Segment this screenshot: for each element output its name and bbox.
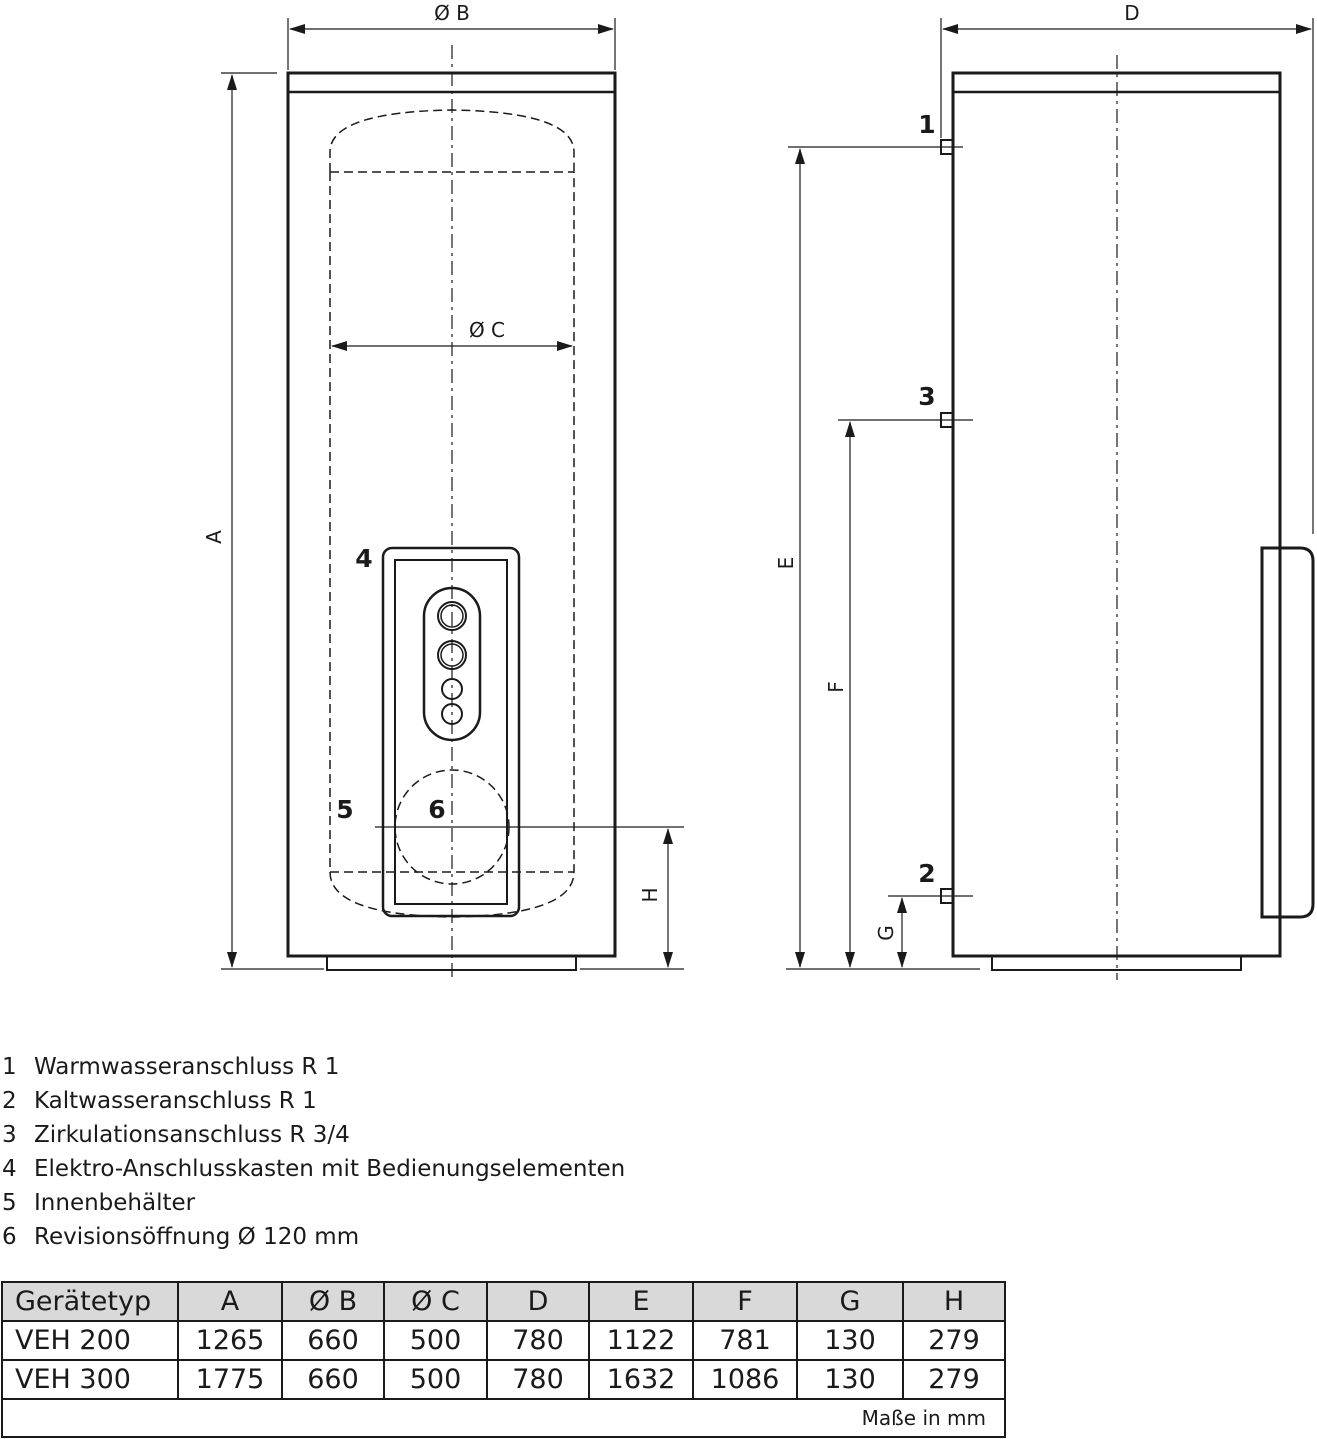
table-cell: 781 — [692, 1320, 798, 1361]
legend-number: 3 — [2, 1122, 17, 1148]
table-cell: 1265 — [177, 1320, 283, 1361]
ref-4-label: 4 — [355, 544, 372, 573]
unit-note: Maße in mm — [1, 1398, 1006, 1438]
ref-5-label: 5 — [336, 795, 353, 824]
legend-text: Elektro-Anschlusskasten mit Bedienungsel… — [34, 1156, 626, 1182]
table-cell: 279 — [902, 1320, 1006, 1361]
table-cell: 500 — [383, 1320, 488, 1361]
ref-3-label: 3 — [918, 382, 935, 411]
legend-number: 5 — [2, 1190, 17, 1216]
ref-1-label: 1 — [918, 110, 935, 139]
table-cell: 780 — [486, 1359, 590, 1400]
table-cell: 500 — [383, 1359, 488, 1400]
dimension-table: Gerätetyp A Ø B Ø C D E F G H VEH 200 12… — [1, 1281, 1006, 1438]
control-knob-2 — [437, 640, 467, 670]
legend-number: 1 — [2, 1054, 17, 1080]
dim-e-label: E — [774, 557, 798, 570]
table-header-cell: G — [796, 1281, 904, 1322]
table-cell: 279 — [902, 1359, 1006, 1400]
dim-c-label: Ø C — [469, 318, 505, 342]
table-header-cell: E — [588, 1281, 694, 1322]
table-header-cell: Ø C — [383, 1281, 488, 1322]
dim-g-label: G — [874, 925, 898, 941]
legend-item: 2 Kaltwasseranschluss R 1 — [2, 1084, 625, 1118]
side-dimensions — [795, 18, 1314, 968]
dim-f-label: F — [824, 681, 848, 693]
table-header-cell: F — [692, 1281, 798, 1322]
legend-text: Kaltwasseranschluss R 1 — [34, 1088, 317, 1114]
table-cell: VEH 200 — [1, 1320, 179, 1361]
table-cell: 1632 — [588, 1359, 694, 1400]
dim-h-label: H — [638, 887, 662, 902]
control-box-outer — [381, 546, 521, 918]
legend-item: 6 Revisionsöffnung Ø 120 mm — [2, 1220, 625, 1254]
control-knob-1 — [437, 601, 467, 631]
dim-a-label: A — [202, 530, 226, 544]
legend-number: 6 — [2, 1224, 17, 1250]
table-header-cell: A — [177, 1281, 283, 1322]
side-view — [786, 55, 1315, 980]
legend-text: Warmwasseranschluss R 1 — [34, 1054, 340, 1080]
legend-item: 3 Zirkulationsanschluss R 3/4 — [2, 1118, 625, 1152]
legend-item: 5 Innenbehälter — [2, 1186, 625, 1220]
legend-item: 1 Warmwasseranschluss R 1 — [2, 1050, 625, 1084]
legend-number: 2 — [2, 1088, 17, 1114]
table-footer-row: Maße in mm — [1, 1398, 1006, 1438]
legend-text: Zirkulationsanschluss R 3/4 — [34, 1122, 350, 1148]
table-header-row: Gerätetyp A Ø B Ø C D E F G H — [1, 1281, 1006, 1322]
control-knob-1-ring — [440, 604, 464, 628]
table-header-cell: Ø B — [281, 1281, 385, 1322]
dimension-labels: Ø B Ø C D A E F G H — [202, 1, 1140, 941]
technical-drawing: Ø B Ø C D A E F G H 1 3 2 4 5 6 — [202, 1, 1315, 980]
legend-text: Innenbehälter — [34, 1190, 196, 1216]
table-cell: 130 — [796, 1320, 904, 1361]
ref-6-label: 6 — [428, 795, 445, 824]
table-cell: 780 — [486, 1320, 590, 1361]
legend-item: 4 Elektro-Anschlusskasten mit Bedienungse… — [2, 1152, 625, 1186]
ref-2-label: 2 — [918, 859, 935, 888]
table-cell: 1122 — [588, 1320, 694, 1361]
table-cell: 660 — [281, 1320, 385, 1361]
table-cell: 130 — [796, 1359, 904, 1400]
table-cell: 660 — [281, 1359, 385, 1400]
table-row: VEH 300 1775 660 500 780 1632 1086 130 2… — [1, 1359, 1006, 1400]
front-view — [286, 45, 684, 980]
control-panel — [422, 586, 482, 742]
reference-numbers: 1 3 2 4 5 6 — [336, 110, 935, 888]
table-row: VEH 200 1265 660 500 780 1122 781 130 27… — [1, 1320, 1006, 1361]
control-lamp-1 — [441, 678, 463, 700]
table-header-cell: Gerätetyp — [1, 1281, 179, 1322]
table-header-cell: H — [902, 1281, 1006, 1322]
table-header-cell: D — [486, 1281, 590, 1322]
table-cell: 1086 — [692, 1359, 798, 1400]
side-control-box — [1260, 546, 1315, 919]
table-cell: 1775 — [177, 1359, 283, 1400]
legend-list: 1 Warmwasseranschluss R 1 2 Kaltwasseransc… — [2, 1050, 625, 1254]
dim-b-label: Ø B — [434, 1, 470, 25]
front-dimensions — [221, 18, 684, 970]
dim-d-label: D — [1124, 1, 1139, 25]
table-cell: VEH 300 — [1, 1359, 179, 1400]
control-lamp-2 — [441, 703, 463, 725]
control-box-inner — [394, 559, 508, 905]
control-knob-2-ring — [440, 643, 464, 667]
legend-number: 4 — [2, 1156, 17, 1182]
legend-text: Revisionsöffnung Ø 120 mm — [34, 1224, 360, 1250]
